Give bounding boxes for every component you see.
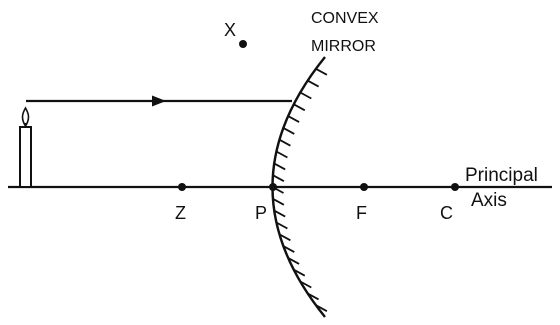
mirror-title-line2: MIRROR bbox=[311, 38, 376, 55]
mirror-hatch-mark bbox=[315, 68, 328, 76]
ray-arrowhead-icon bbox=[152, 95, 166, 107]
point-c-label: C bbox=[440, 203, 453, 223]
mirror-hatch-mark bbox=[278, 138, 291, 147]
mirror-hatch-mark bbox=[287, 257, 300, 265]
point-f-dot bbox=[360, 183, 368, 191]
candle-icon bbox=[19, 106, 32, 188]
point-x-label: X bbox=[224, 20, 236, 40]
mirror-hatch-mark bbox=[273, 162, 286, 171]
mirror-hatch-mark bbox=[278, 233, 291, 242]
point-z-label: Z bbox=[175, 203, 186, 223]
mirror-hatch-mark bbox=[282, 245, 295, 253]
point-x-dot bbox=[239, 40, 247, 48]
mirror-title-line1: CONVEX bbox=[311, 10, 379, 27]
point-p-dot bbox=[269, 183, 277, 191]
mirror-hatch-mark bbox=[299, 91, 312, 100]
mirror-hatch-mark bbox=[307, 79, 320, 88]
mirror-hatch-mark bbox=[293, 103, 306, 112]
mirror-hatch-mark bbox=[315, 304, 328, 312]
point-c-dot bbox=[451, 183, 459, 191]
mirror-hatch-mark bbox=[307, 292, 320, 301]
mirror-hatch-mark bbox=[275, 150, 288, 159]
mirror-hatch-mark bbox=[272, 198, 285, 206]
mirror-hatch-mark bbox=[299, 280, 312, 289]
mirror-hatch-mark bbox=[282, 127, 295, 135]
principal-axis-label-line2: Axis bbox=[471, 190, 507, 211]
mirror-hatch-mark bbox=[272, 174, 285, 182]
mirror-hatching bbox=[272, 68, 328, 312]
mirror-hatch-mark bbox=[287, 115, 300, 123]
mirror-hatch-mark bbox=[275, 221, 288, 230]
point-f-label: F bbox=[356, 203, 367, 223]
mirror-hatch-mark bbox=[293, 268, 306, 277]
point-p-label: P bbox=[255, 203, 267, 223]
mirror-hatch-mark bbox=[273, 209, 286, 218]
point-z-dot bbox=[178, 183, 186, 191]
principal-axis-label-line1: Principal bbox=[465, 165, 538, 186]
